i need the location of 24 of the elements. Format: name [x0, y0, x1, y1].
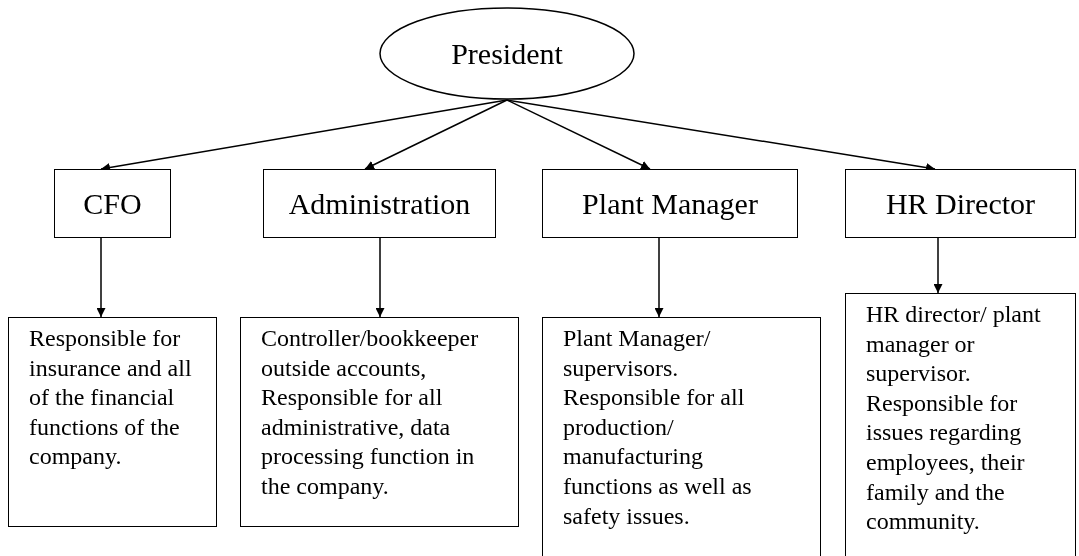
role-box [542, 169, 798, 238]
description-box [8, 317, 217, 527]
arrow [96, 237, 106, 318]
arrow [654, 237, 664, 318]
arrow [375, 237, 385, 318]
description-text: HR director/ plant manager or supervisor. Responsible for issues regarding employees, their family and the community. [866, 301, 1041, 535]
description-box [845, 293, 1076, 556]
role-title: CFO [83, 186, 142, 220]
description-text: Responsible for insurance and all of the financial functions of the company. [29, 325, 192, 470]
role-box [263, 169, 496, 238]
description-box [240, 317, 519, 527]
role-box [54, 169, 171, 238]
role-box [845, 169, 1076, 238]
description-text: Controller/bookkeeper outside accounts, Responsible for all administrative, data processing function in the company. [261, 325, 479, 499]
role-title: Administration [288, 186, 471, 220]
description-text: Plant Manager/ supervisors. Responsible for all production/ manufacturing functions as well as safety issues. [563, 325, 752, 529]
arrow [933, 237, 943, 294]
role-ellipse [379, 7, 635, 100]
role-title: HR Director [885, 186, 1036, 220]
description-box [542, 317, 821, 556]
role-title: Plant Manager [582, 186, 758, 220]
role-title: President [451, 36, 563, 70]
arrow [506, 99, 651, 170]
arrow [364, 99, 508, 170]
